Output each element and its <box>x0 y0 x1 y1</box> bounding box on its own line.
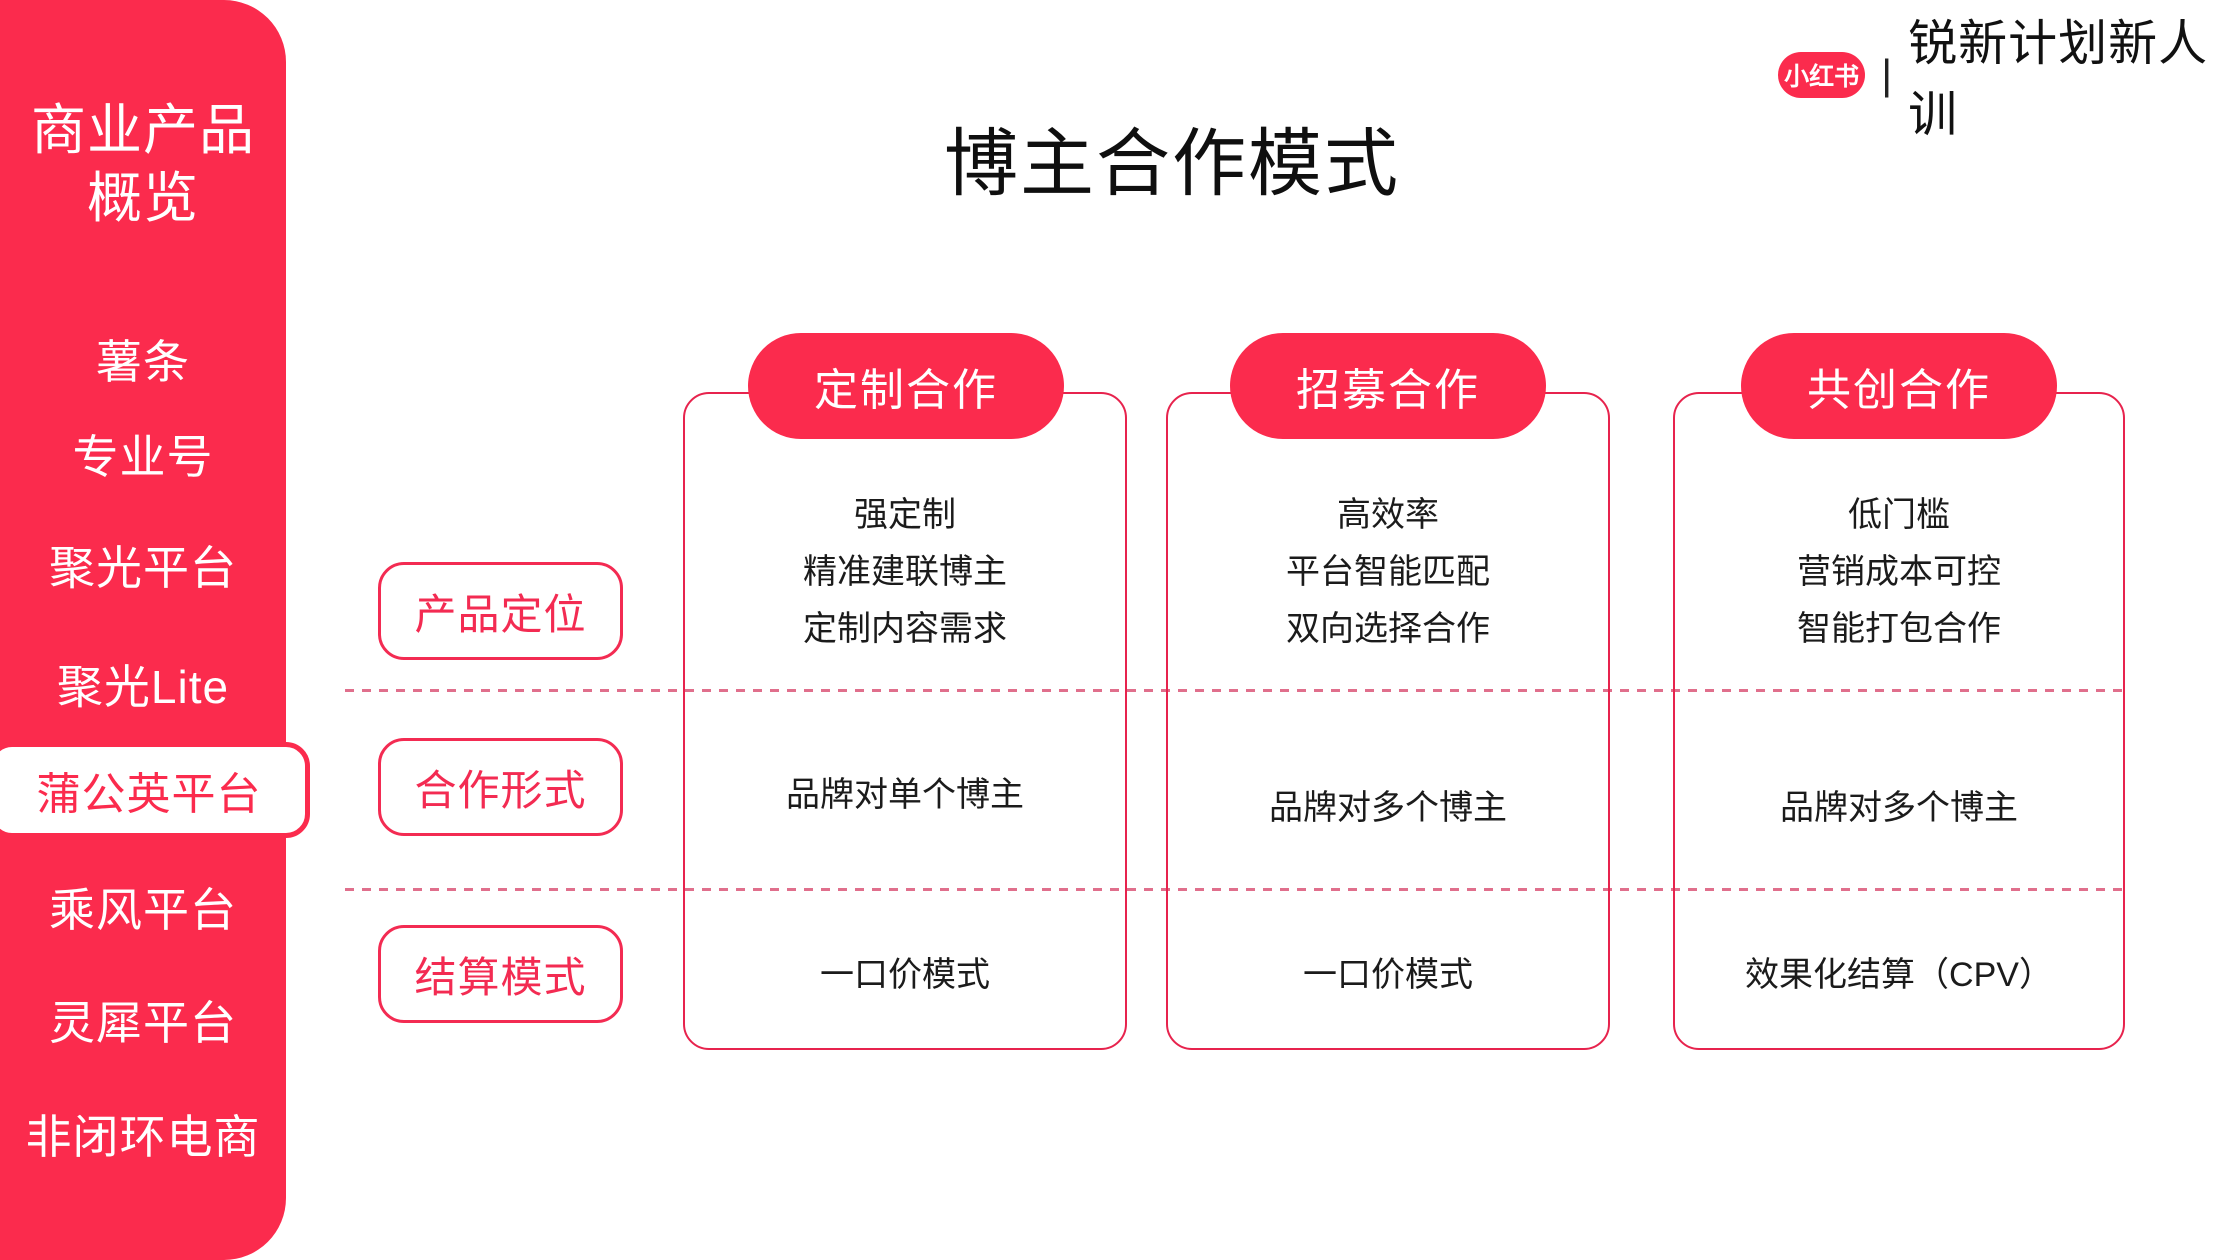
positioning-line: 平台智能匹配 <box>1286 553 1490 591</box>
row-label-cooperation-form: 合作形式 <box>378 738 623 836</box>
cell-settlement-cocreate: 效果化结算（CPV） <box>1745 956 2053 994</box>
sidebar-item-juguang-lite[interactable]: 聚光Lite <box>56 661 230 713</box>
sidebar-title-line2: 概览 <box>86 167 199 229</box>
positioning-line: 定制内容需求 <box>803 610 1007 648</box>
row-divider-1 <box>345 689 2125 692</box>
row-label-product-positioning: 产品定位 <box>378 562 623 660</box>
sidebar-item-chengfeng[interactable]: 乘风平台 <box>49 884 237 936</box>
sidebar-title-line1: 商业产品 <box>30 99 255 161</box>
positioning-line: 营销成本可控 <box>1797 553 2001 591</box>
sidebar-item-lingxi[interactable]: 灵犀平台 <box>49 997 237 1049</box>
row-label-settlement-mode: 结算模式 <box>378 925 623 1023</box>
positioning-line: 智能打包合作 <box>1797 610 2001 648</box>
cell-settlement-recruit: 一口价模式 <box>1303 956 1473 994</box>
positioning-line: 强定制 <box>854 496 956 534</box>
sidebar-item-shutiao[interactable]: 薯条 <box>96 336 190 388</box>
sidebar-item-juguang[interactable]: 聚光平台 <box>49 542 237 594</box>
sidebar-item-feibihuan-ecommerce[interactable]: 非闭环电商 <box>25 1111 261 1163</box>
cell-positioning-cocreate: 低门槛 营销成本可控 智能打包合作 <box>1673 487 2125 658</box>
column-header-cocreate: 共创合作 <box>1741 333 2057 439</box>
page-title: 博主合作模式 <box>944 122 1400 205</box>
column-header-recruit: 招募合作 <box>1230 333 1546 439</box>
cell-form-recruit: 品牌对多个博主 <box>1269 789 1507 827</box>
positioning-line: 精准建联博主 <box>803 553 1007 591</box>
brand-divider: | <box>1881 51 1893 98</box>
cell-form-cocreate: 品牌对多个博主 <box>1780 789 2018 827</box>
cell-form-custom: 品牌对单个博主 <box>786 776 1024 814</box>
row-divider-2 <box>345 888 2125 891</box>
sidebar-item-pugongying-active[interactable]: 蒲公英平台 <box>0 742 310 838</box>
positioning-line: 低门槛 <box>1848 496 1950 534</box>
sidebar-title: 商业产品 概览 <box>0 96 286 232</box>
cell-positioning-custom: 强定制 精准建联博主 定制内容需求 <box>683 487 1127 658</box>
xiaohongshu-logo: 小红书 <box>1778 52 1866 98</box>
positioning-line: 高效率 <box>1337 496 1439 534</box>
column-header-custom: 定制合作 <box>748 333 1064 439</box>
brand-row: 小红书 | 锐新计划新人训 <box>1778 17 2240 142</box>
positioning-line: 双向选择合作 <box>1286 610 1490 648</box>
sidebar: 商业产品 概览 薯条 专业号 聚光平台 聚光Lite 蒲公英平台 乘风平台 灵犀… <box>0 0 310 1260</box>
program-title: 锐新计划新人训 <box>1908 17 2209 142</box>
cell-positioning-recruit: 高效率 平台智能匹配 双向选择合作 <box>1166 487 1610 658</box>
cell-settlement-custom: 一口价模式 <box>820 956 990 994</box>
sidebar-item-zhuanyehao[interactable]: 专业号 <box>72 431 214 483</box>
